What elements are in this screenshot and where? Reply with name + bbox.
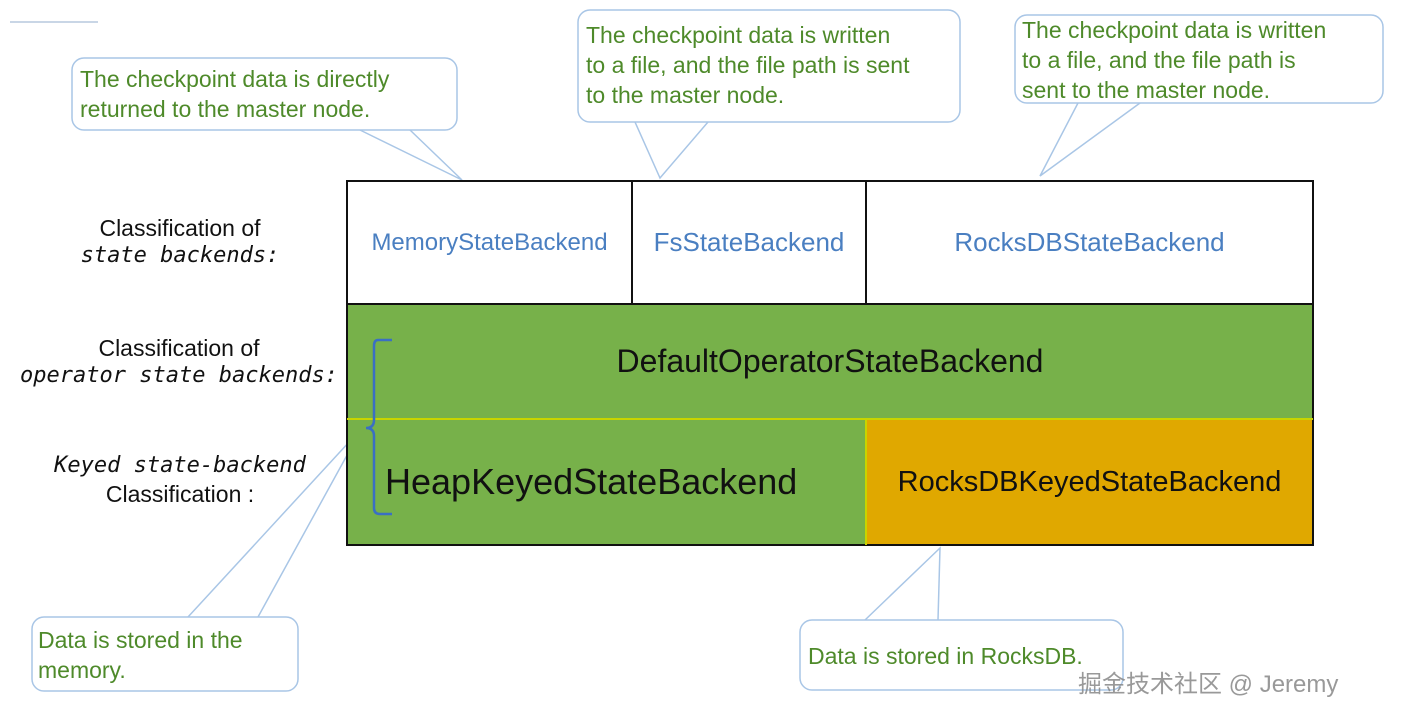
brace	[365, 338, 392, 516]
callout-heap-text: Data is stored in the memory.	[38, 625, 243, 685]
callout-rocksdbstore-pointer	[864, 546, 941, 621]
label-line: Classification :	[105, 481, 255, 507]
callout-line: The checkpoint data is directly	[80, 66, 390, 92]
cell-rocksdb-state-backend: RocksDBStateBackend	[954, 227, 1225, 257]
label-line: Classification of	[99, 215, 261, 241]
watermark: 掘金技术社区 @ Jeremy	[1078, 671, 1339, 698]
label-state-backends: Classification of state backends:	[60, 214, 300, 270]
label-line: state backends:	[80, 243, 280, 268]
cell-rocksdb-keyed-backend: RocksDBKeyedStateBackend	[897, 465, 1282, 498]
callout-line: sent to the master node.	[1022, 77, 1271, 103]
callout-rocksdb-text: The checkpoint data is written to a file…	[1022, 15, 1326, 105]
callout-heap-box	[31, 616, 299, 692]
callout-memory-pointer	[359, 129, 463, 181]
callout-line: memory.	[38, 657, 126, 683]
cell-default-operator-backend: DefaultOperatorStateBackend	[616, 343, 1044, 379]
label-line: operator state backends:	[20, 363, 338, 388]
callout-rocksdbstore-box	[799, 619, 1124, 691]
label-line: Keyed state-backend	[54, 453, 306, 478]
callout-rocksdbstore-text: Data is stored in RocksDB.	[808, 641, 1083, 671]
callout-fs-text: The checkpoint data is written to a file…	[586, 20, 909, 110]
table-frame	[346, 180, 1314, 546]
callout-line: The checkpoint data is written	[1022, 17, 1327, 43]
callout-memory-text: The checkpoint data is directly returned…	[80, 64, 389, 124]
callout-line: to the master node.	[586, 82, 785, 108]
callout-line: returned to the master node.	[80, 96, 371, 122]
callout-rocksdb-pointer	[1039, 102, 1141, 177]
callout-line: to a file, and the file path is sent	[586, 52, 910, 78]
callout-line: The checkpoint data is written	[586, 22, 891, 48]
label-operator-backends: Classification of operator state backend…	[14, 334, 344, 390]
cell-memory-state-backend: MemoryStateBackend	[371, 228, 608, 256]
cell-heap-keyed-backend: HeapKeyedStateBackend	[385, 461, 798, 502]
callout-fs-pointer	[634, 121, 709, 180]
label-line: Classification of	[98, 335, 260, 361]
callout-line: Data is stored in the	[38, 627, 243, 653]
operator-backend-fill	[347, 304, 1313, 419]
callout-line: Data is stored in RocksDB.	[808, 643, 1083, 669]
callout-memory-box	[71, 57, 458, 131]
rocksdb-keyed-fill	[866, 419, 1313, 545]
label-keyed-backend: Keyed state-backend Classification :	[30, 452, 330, 508]
heap-backend-fill	[347, 419, 866, 545]
callout-line: to a file, and the file path is	[1022, 47, 1296, 73]
callout-rocksdb-box	[1014, 14, 1384, 104]
callout-fs-box	[577, 9, 961, 123]
cell-fs-state-backend: FsStateBackend	[653, 227, 845, 257]
